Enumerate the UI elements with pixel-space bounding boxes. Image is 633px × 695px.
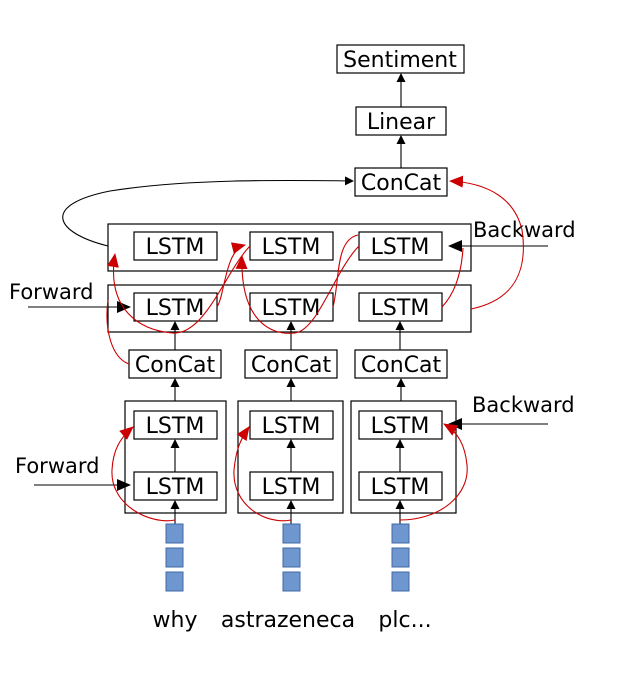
lstm-label: LSTM [146, 475, 205, 500]
embedding-why [165, 523, 184, 592]
linear-node: Linear [355, 106, 447, 136]
upper-backward-frame [107, 223, 472, 272]
lower-forward-lstm-3: LSTM [358, 471, 443, 501]
lower-column-frame-3 [350, 400, 457, 514]
concat-label: ConCat [361, 353, 442, 378]
upper-forward-lstm-1: LSTM [133, 292, 218, 322]
lower-backward-lstm-3: LSTM [358, 410, 443, 440]
lower-backward-label: Backward [472, 393, 575, 417]
recurrent-arrows [106, 175, 524, 522]
concat-top-node: ConCat [354, 167, 448, 197]
lower-backward-lstm-2: LSTM [249, 410, 334, 440]
upper-backward-label: Backward [473, 218, 576, 242]
embedding-plc [391, 523, 410, 592]
lstm-label: LSTM [262, 296, 321, 321]
upper-forward-label: Forward [9, 280, 93, 304]
lower-forward-lstm-2: LSTM [249, 471, 334, 501]
vertical-arrows [170, 321, 406, 524]
upper-backward-lstm-2: LSTM [249, 231, 334, 261]
concat-mid-1: ConCat [128, 349, 222, 379]
lstm-label: LSTM [371, 296, 430, 321]
lstm-label: LSTM [262, 414, 321, 439]
lower-forward-label: Forward [15, 454, 99, 478]
lstm-label: LSTM [262, 235, 321, 260]
concat-top-label: ConCat [361, 171, 442, 196]
upper-forward-lstm-3: LSTM [358, 292, 443, 322]
token-word-2: astrazeneca [221, 608, 355, 633]
concat-label: ConCat [135, 353, 216, 378]
upper-backward-lstm-1: LSTM [133, 231, 218, 261]
lstm-label: LSTM [146, 296, 205, 321]
linear-label: Linear [367, 110, 436, 135]
token-word-1: why [153, 608, 198, 633]
concat-mid-3: ConCat [354, 349, 448, 379]
lower-forward-lstm-1: LSTM [133, 471, 218, 501]
lower-backward-lstm-1: LSTM [133, 410, 218, 440]
lstm-label: LSTM [371, 235, 430, 260]
forward-to-concat-curve [62, 176, 354, 247]
sentiment-node: Sentiment [336, 44, 465, 74]
sentiment-label: Sentiment [343, 48, 457, 73]
embedding-astrazeneca [282, 523, 301, 592]
lstm-label: LSTM [262, 475, 321, 500]
token-word-3: plc... [378, 608, 431, 633]
upper-forward-lstm-2: LSTM [249, 292, 334, 322]
concat-label: ConCat [251, 353, 332, 378]
lstm-label: LSTM [371, 414, 430, 439]
lstm-label: LSTM [146, 414, 205, 439]
upper-backward-lstm-3: LSTM [358, 231, 443, 261]
concat-mid-2: ConCat [244, 349, 338, 379]
lstm-label: LSTM [371, 475, 430, 500]
lstm-label: LSTM [146, 235, 205, 260]
